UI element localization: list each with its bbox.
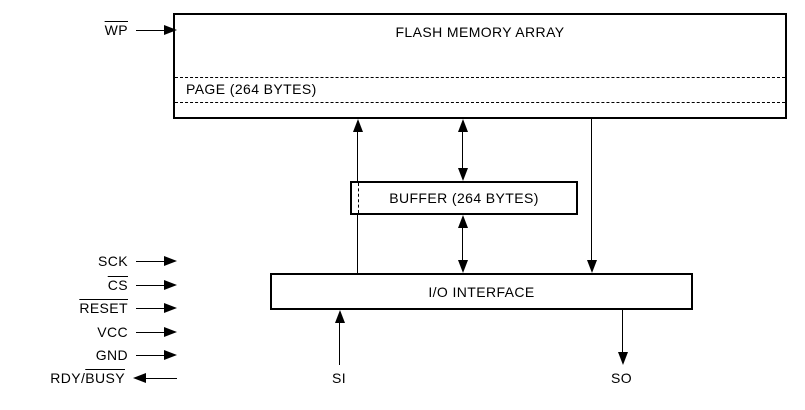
arrowhead-right-icon — [164, 303, 177, 313]
arrow-right-icon — [136, 256, 177, 266]
pin-so-label: SO — [611, 370, 633, 386]
page-band-bottom-dashed-line — [175, 102, 785, 103]
arrow-line — [136, 331, 164, 333]
arrowhead-down-icon — [458, 168, 468, 181]
arrow-right-icon — [136, 350, 177, 360]
arrowhead-up-icon — [353, 119, 363, 132]
pin-cs-label: CS — [107, 277, 128, 293]
arrow-left-icon — [133, 373, 177, 383]
pin-rdy-prefix: RDY/ — [50, 370, 86, 386]
pin-si-label: SI — [332, 370, 347, 386]
arrow-line — [136, 29, 164, 31]
so-line — [622, 310, 623, 353]
arrowhead-right-icon — [164, 256, 177, 266]
buffer-dashed-passthrough-line — [358, 183, 359, 213]
arrowhead-up-icon — [458, 215, 468, 228]
io-interface-label: I/O INTERFACE — [428, 283, 535, 300]
buffer-label: BUFFER (264 BYTES) — [389, 190, 539, 206]
arrowhead-right-icon — [164, 25, 177, 35]
arrow-right-icon — [136, 303, 177, 313]
io-interface-box: I/O INTERFACE — [270, 273, 693, 310]
arrow-line — [136, 307, 164, 309]
io-to-flash-line-upper — [357, 131, 358, 181]
arrow-line — [146, 377, 177, 379]
arrowhead-right-icon — [164, 350, 177, 360]
arrowhead-down-icon — [458, 260, 468, 273]
buffer-io-line — [462, 227, 463, 261]
arrowhead-right-icon — [164, 327, 177, 337]
page-band-top-dashed-line — [175, 77, 785, 78]
pin-row-reset: RESET — [30, 298, 177, 318]
arrow-line — [136, 284, 164, 286]
pin-busy-part: BUSY — [85, 370, 125, 386]
pin-reset-label: RESET — [79, 300, 128, 316]
pin-row-vcc: VCC — [30, 322, 177, 342]
pin-wp-label: WP — [104, 22, 128, 38]
arrowhead-left-icon — [133, 373, 146, 383]
pin-vcc-label: VCC — [97, 324, 128, 340]
arrowhead-right-icon — [164, 280, 177, 290]
page-label: PAGE (264 BYTES) — [186, 81, 317, 97]
pin-row-cs: CS — [30, 275, 177, 295]
flash-buffer-line — [462, 131, 463, 168]
pin-rdy-busy-label: RDY/BUSY — [50, 370, 125, 386]
flash-memory-array-box: FLASH MEMORY ARRAY PAGE (264 BYTES) — [173, 13, 787, 119]
io-to-flash-line-lower — [357, 215, 358, 273]
arrowhead-down-icon — [587, 260, 597, 273]
flash-memory-array-label: FLASH MEMORY ARRAY — [395, 24, 565, 40]
buffer-box: BUFFER (264 BYTES) — [350, 181, 578, 215]
pin-row-sck: SCK — [30, 251, 177, 271]
arrowhead-down-icon — [618, 352, 628, 365]
arrow-line — [136, 260, 164, 262]
pin-row-gnd: GND — [30, 345, 177, 365]
arrow-right-icon — [136, 327, 177, 337]
flash-to-io-line — [591, 119, 592, 261]
pin-row-wp: WP — [30, 20, 177, 40]
pin-row-rdy-busy: RDY/BUSY — [30, 368, 177, 388]
arrowhead-up-icon — [335, 310, 345, 323]
si-line — [339, 322, 340, 365]
arrowhead-up-icon — [458, 119, 468, 132]
pin-gnd-label: GND — [95, 347, 128, 363]
arrow-line — [136, 354, 164, 356]
pin-sck-label: SCK — [98, 253, 128, 269]
arrow-right-icon — [136, 25, 177, 35]
arrow-right-icon — [136, 280, 177, 290]
